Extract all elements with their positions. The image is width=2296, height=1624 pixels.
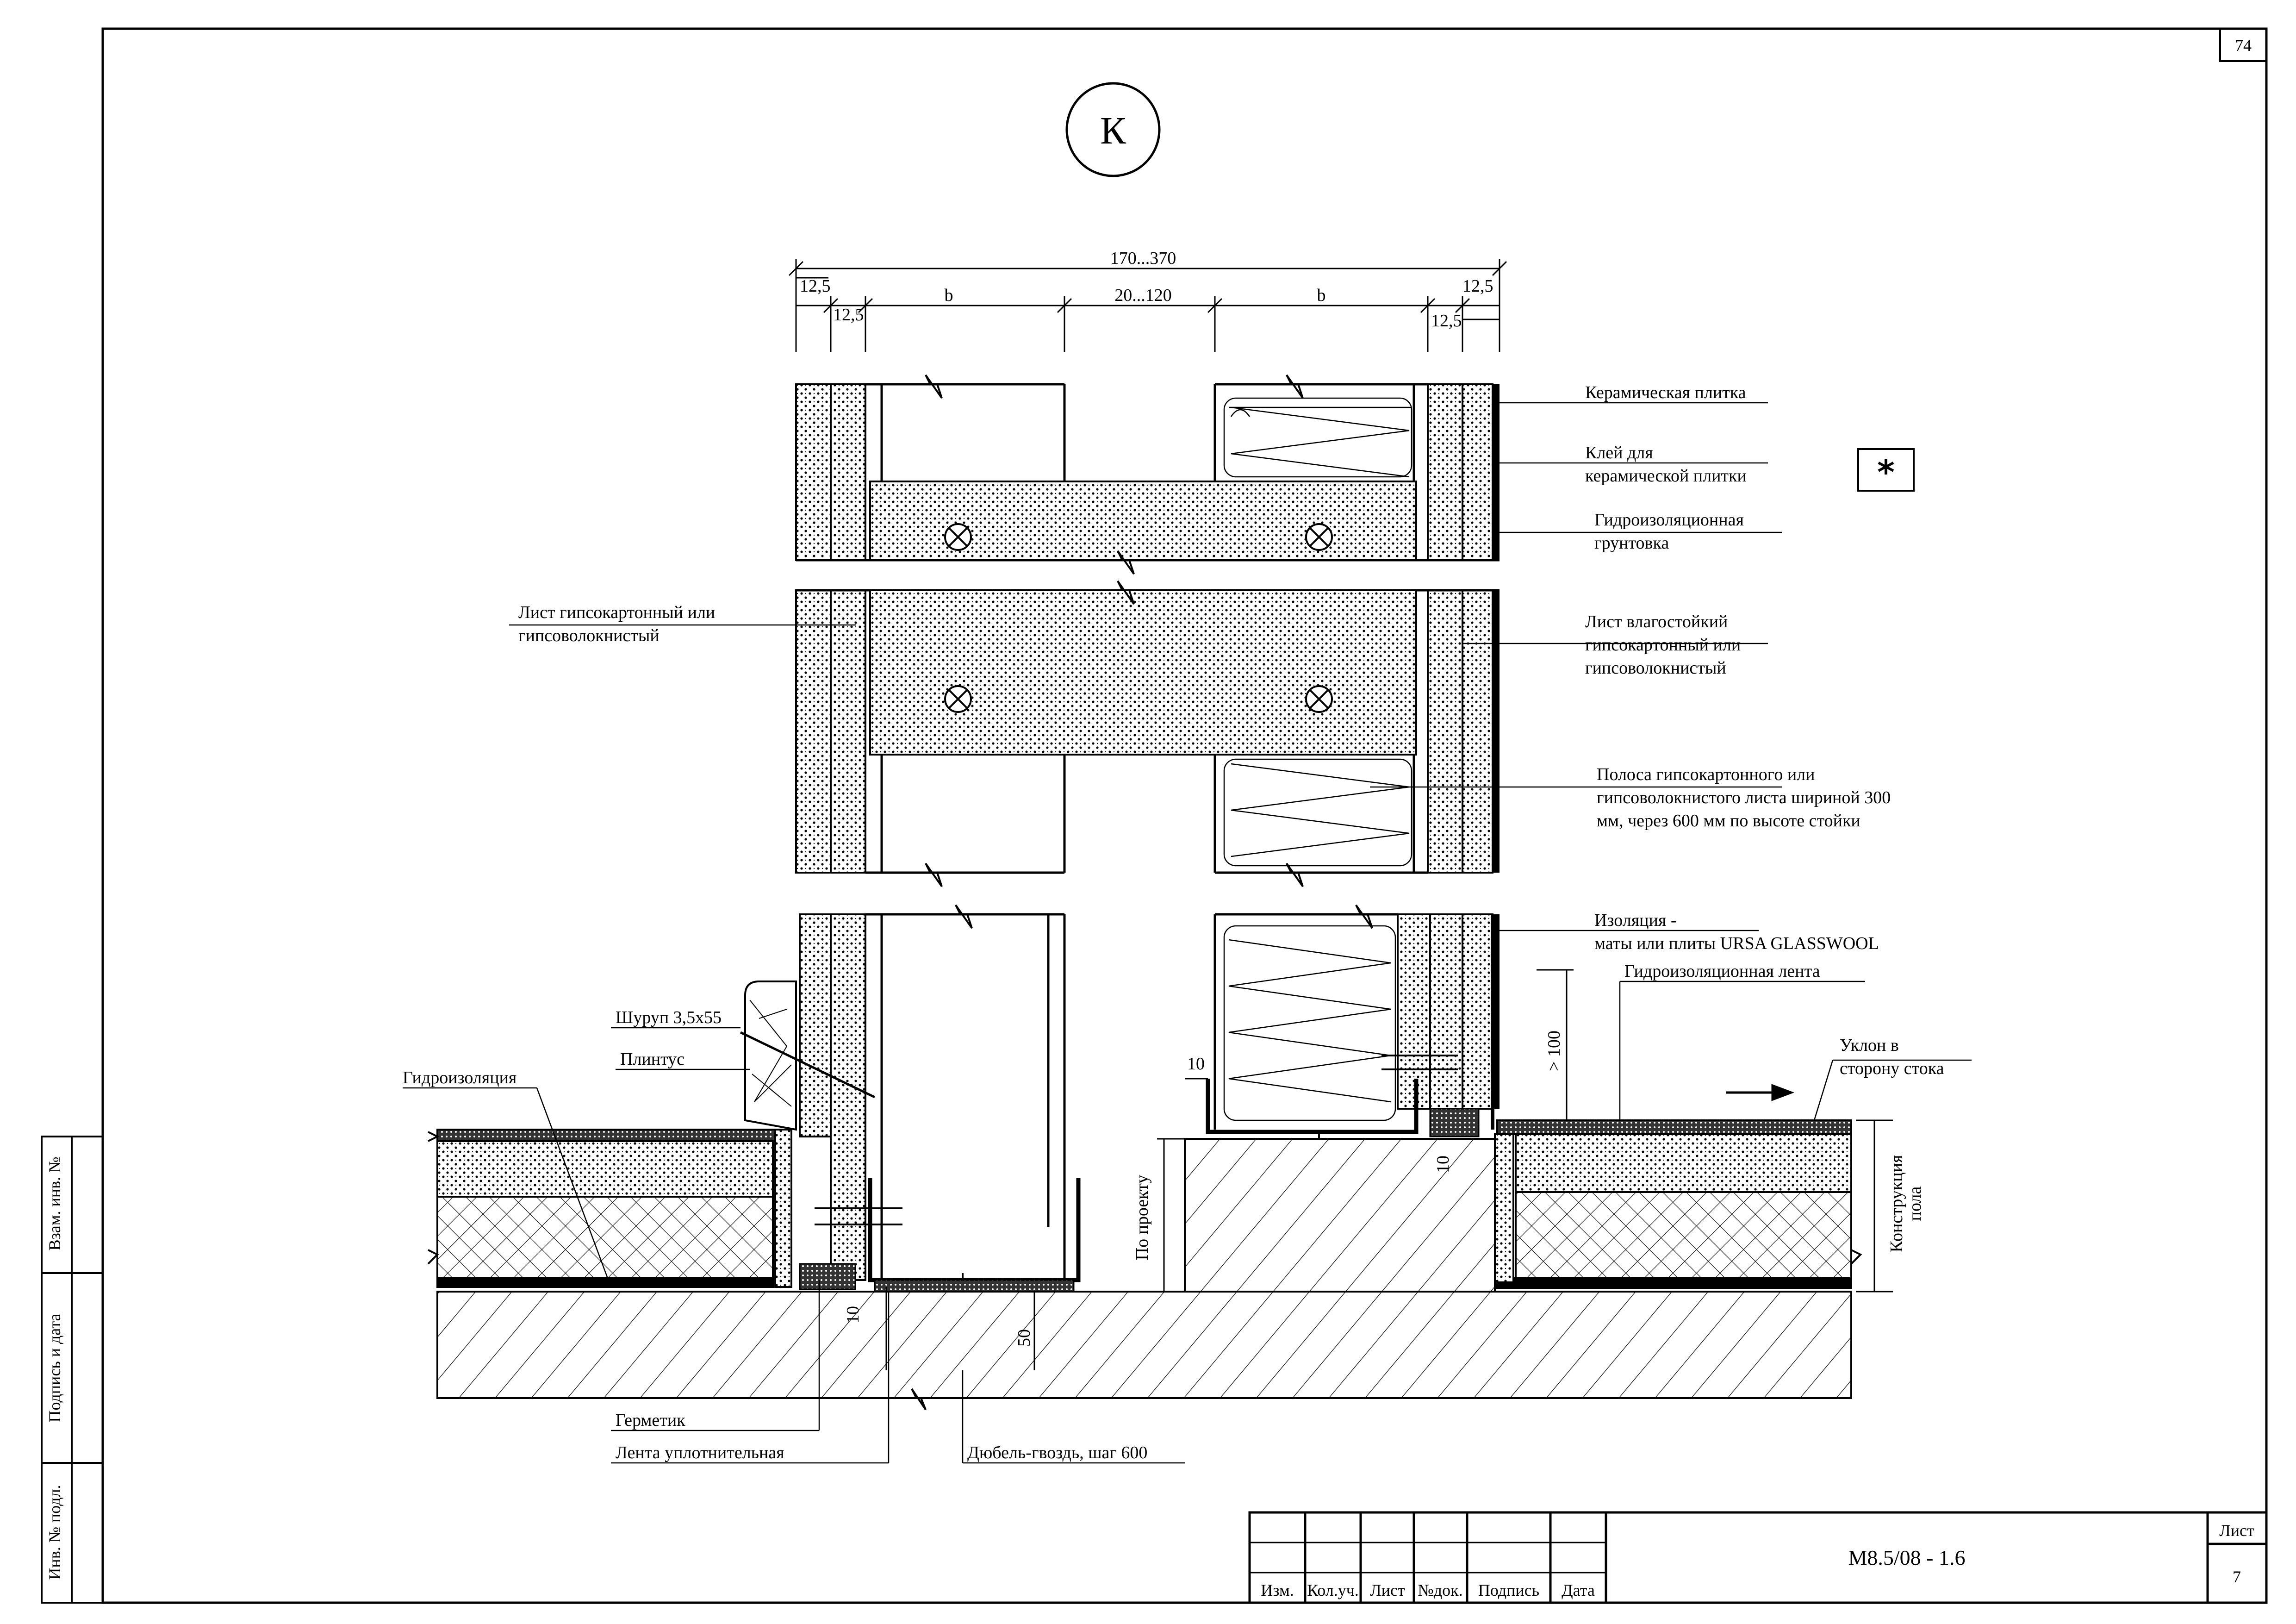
tb-col-ndok: №док. — [1418, 1581, 1462, 1599]
label-dowel: Дюбель-гвоздь, шаг 600 — [967, 1443, 1147, 1462]
label-waterproof-tape: Гидроизоляционная лента — [1624, 962, 1820, 981]
insulation-upper — [1223, 397, 1412, 867]
dim-gap: 20...120 — [1114, 286, 1172, 305]
label-slope-1: Уклон в — [1840, 1036, 1899, 1055]
label-adhesive-1: Клей для — [1585, 443, 1653, 462]
dim-b-left: b — [945, 286, 953, 305]
label-moisture-sheet-3: гипсоволокнистый — [1585, 658, 1726, 678]
dim-floor-construction-1: Конструкция — [1887, 1155, 1906, 1253]
label-strip-3: мм, через 600 мм по высоте стойки — [1597, 811, 1860, 831]
stamp-exchange-no: Взам. инв. № — [45, 1157, 64, 1251]
stamp-inv-no: Инв. № подл. — [45, 1485, 64, 1580]
tb-col-kol: Кол.уч. — [1307, 1581, 1359, 1599]
label-skirting: Плинтус — [620, 1049, 684, 1069]
label-ceramic-tile: Керамическая плитка — [1585, 383, 1746, 402]
title-block — [1248, 1511, 2268, 1604]
title-block-code: М8.5/08 - 1.6 — [1848, 1546, 1966, 1569]
dim-ten-a: 10 — [1187, 1054, 1205, 1074]
right-floor-layers — [1491, 914, 1852, 1289]
gypsum-strip-bridges — [869, 481, 1417, 756]
node-marker-letter: К — [1100, 109, 1126, 152]
label-insulation-1: Изоляция - — [1594, 911, 1676, 930]
stamp-sign-date: Подпись и дата — [45, 1313, 64, 1422]
concrete-slab — [436, 1138, 1852, 1399]
label-adhesive-2: керамической плитки — [1585, 466, 1747, 486]
skirting-board — [744, 981, 797, 1131]
dim-left-inner: 12,5 — [833, 305, 864, 325]
left-gypsum-layers — [795, 383, 866, 1281]
label-waterproofing: Гидроизоляция — [403, 1068, 516, 1087]
dim-fifty: 50 — [1014, 1329, 1034, 1347]
label-screw: Шуруп 3,5х55 — [616, 1008, 722, 1027]
side-stamp — [41, 1136, 104, 1604]
star-symbol: * — [1877, 453, 1895, 492]
star-box: * — [1857, 448, 1915, 492]
left-floor-layers — [436, 1129, 792, 1288]
sealant-blocks — [799, 1108, 1480, 1293]
title-block-sheet-number: 7 — [2233, 1568, 2241, 1586]
dim-ten-b: 10 — [1433, 1156, 1453, 1173]
label-sealing-tape: Лента уплотнительная — [616, 1443, 784, 1462]
title-block-columns: Изм. Кол.уч. Лист №док. Подпись Дата — [1261, 1581, 1595, 1599]
insulation-lower — [1223, 925, 1396, 1121]
dim-left-outer: 12,5 — [800, 276, 831, 296]
dim-over-100: > 100 — [1544, 1031, 1564, 1071]
dim-ten-c: 10 — [843, 1306, 863, 1324]
tb-col-izm: Изм. — [1261, 1581, 1294, 1599]
label-insulation-2: маты или плиты URSA GLASSWOOL — [1594, 934, 1879, 953]
label-strip-1: Полоса гипсокартонного или — [1597, 765, 1815, 784]
dim-b-right: b — [1317, 286, 1326, 305]
dim-floor-construction-2: пола — [1905, 1187, 1925, 1221]
tb-col-date: Дата — [1562, 1581, 1595, 1599]
tb-col-sign: Подпись — [1478, 1581, 1539, 1599]
label-primer-1: Гидроизоляционная — [1594, 510, 1744, 530]
screw-symbols — [944, 523, 1333, 713]
dim-right-inner: 12,5 — [1431, 311, 1462, 331]
label-strip-2: гипсоволокнистого листа шириной 300 — [1597, 788, 1891, 807]
label-moisture-sheet-1: Лист влагостойкий — [1585, 612, 1728, 631]
right-gypsum-layers — [1397, 383, 1493, 1110]
dim-overall: 170...370 — [1110, 249, 1176, 268]
dimension-lines — [788, 259, 1507, 352]
slope-arrow — [1726, 1084, 1795, 1101]
sheet-corner-number: 74 — [2235, 36, 2252, 55]
lower-right-stud — [1206, 913, 1419, 1134]
tb-col-list: Лист — [1370, 1581, 1405, 1599]
label-slope-2: сторону стока — [1840, 1059, 1944, 1078]
label-moisture-sheet-2: гипсокартонный или — [1585, 635, 1741, 655]
leader-lines — [403, 402, 1972, 1464]
node-marker: К — [1065, 82, 1161, 177]
label-sealant: Герметик — [616, 1411, 685, 1430]
dim-right-outer: 12,5 — [1462, 276, 1493, 296]
break-marks-bottom — [427, 1131, 1862, 1411]
dim-by-project: По проекту — [1132, 1175, 1152, 1261]
skirting-screw — [740, 1031, 876, 1099]
label-gypsum-sheet-1: Лист гипсокартонный или — [518, 603, 715, 622]
title-block-sheet-label: Лист — [2219, 1521, 2254, 1540]
label-primer-2: грунтовка — [1594, 533, 1669, 553]
sheet-frame — [101, 27, 2268, 1604]
label-gypsum-sheet-2: гипсоволокнистый — [518, 626, 660, 645]
lower-dimension-lines — [885, 969, 1893, 1370]
